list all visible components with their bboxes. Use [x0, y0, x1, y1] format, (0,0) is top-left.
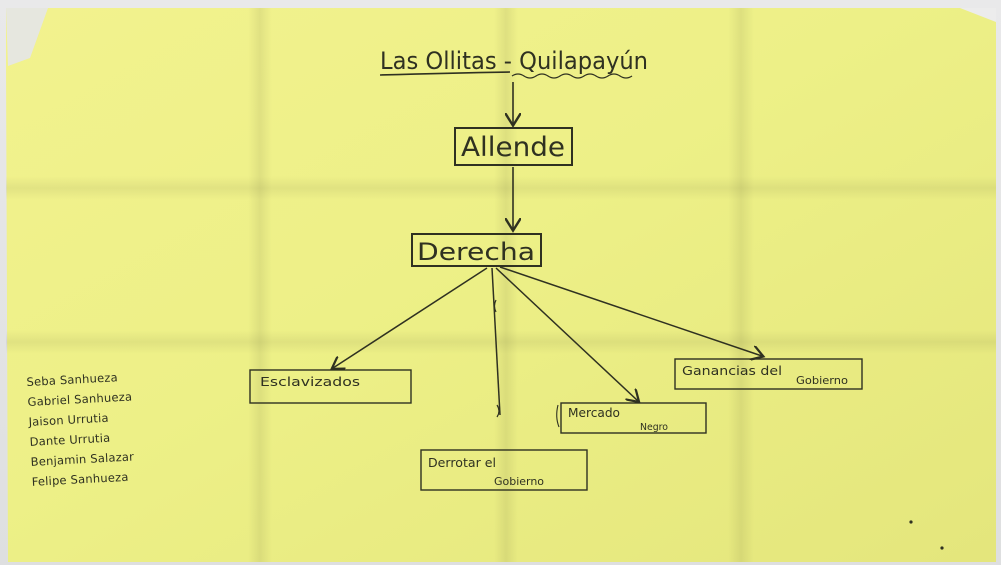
derrotar-box	[420, 449, 588, 491]
title-wavy-underline	[511, 73, 633, 79]
derecha-box	[411, 233, 542, 267]
author-list: Seba Sanhueza Gabriel Sanhueza Jaison Ur…	[26, 363, 202, 492]
allende-box	[454, 127, 573, 166]
mercado-label-line1: Mercado	[568, 406, 620, 420]
esclavizados-box	[249, 369, 412, 404]
mercado-box	[560, 402, 707, 434]
branch-line-mercado	[495, 267, 638, 401]
derecha-label: Derecha	[417, 238, 535, 266]
derrotar-label-line2: Gobierno	[494, 475, 544, 488]
allende-label: Allende	[461, 132, 565, 163]
branch-line-derrotar	[491, 267, 501, 416]
title-underline	[379, 71, 511, 76]
derrotar-label-line1: Derrotar el	[428, 456, 496, 470]
ganancias-label-line2: Gobierno	[796, 374, 848, 387]
branch-line-esclavizados	[333, 267, 488, 368]
esclavizados-label: Esclavizados	[260, 375, 360, 389]
folded-corner	[6, 8, 48, 66]
ganancias-box	[674, 358, 863, 390]
poster-title: Las Ollitas - Quilapayún	[380, 47, 648, 75]
branch-line-ganancias	[499, 266, 762, 356]
ganancias-label-line1: Ganancias del	[682, 364, 782, 378]
mercado-label-line2: Negro	[640, 422, 668, 433]
